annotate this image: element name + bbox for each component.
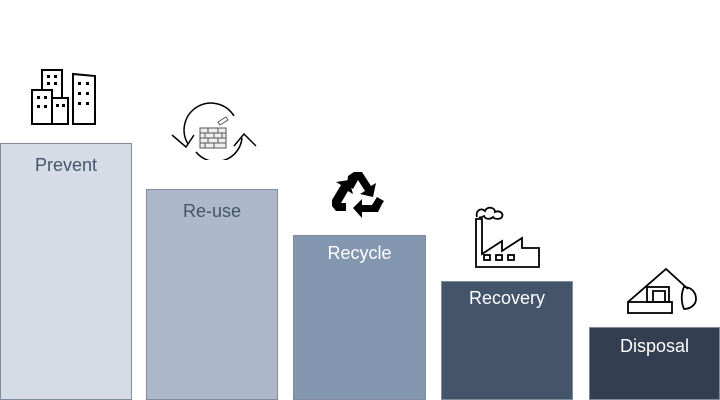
step-label: Re-use [182, 201, 242, 221]
step-reuse: Re-use [146, 189, 278, 400]
step-prevent: Prevent [0, 143, 132, 400]
buildings-icon [31, 69, 96, 125]
step-label: Disposal [619, 336, 690, 356]
step-label: Recovery [468, 288, 546, 308]
recycle-icon [332, 172, 384, 218]
step-disposal: Disposal [589, 327, 720, 400]
step-label: Recycle [327, 243, 392, 263]
step-recovery: Recovery [441, 281, 573, 400]
factory-icon [475, 206, 540, 268]
step-recycle: Recycle [293, 235, 426, 400]
step-label: Prevent [34, 155, 98, 175]
reuse-bricks-icon [171, 102, 257, 160]
landfill-icon [627, 267, 697, 314]
